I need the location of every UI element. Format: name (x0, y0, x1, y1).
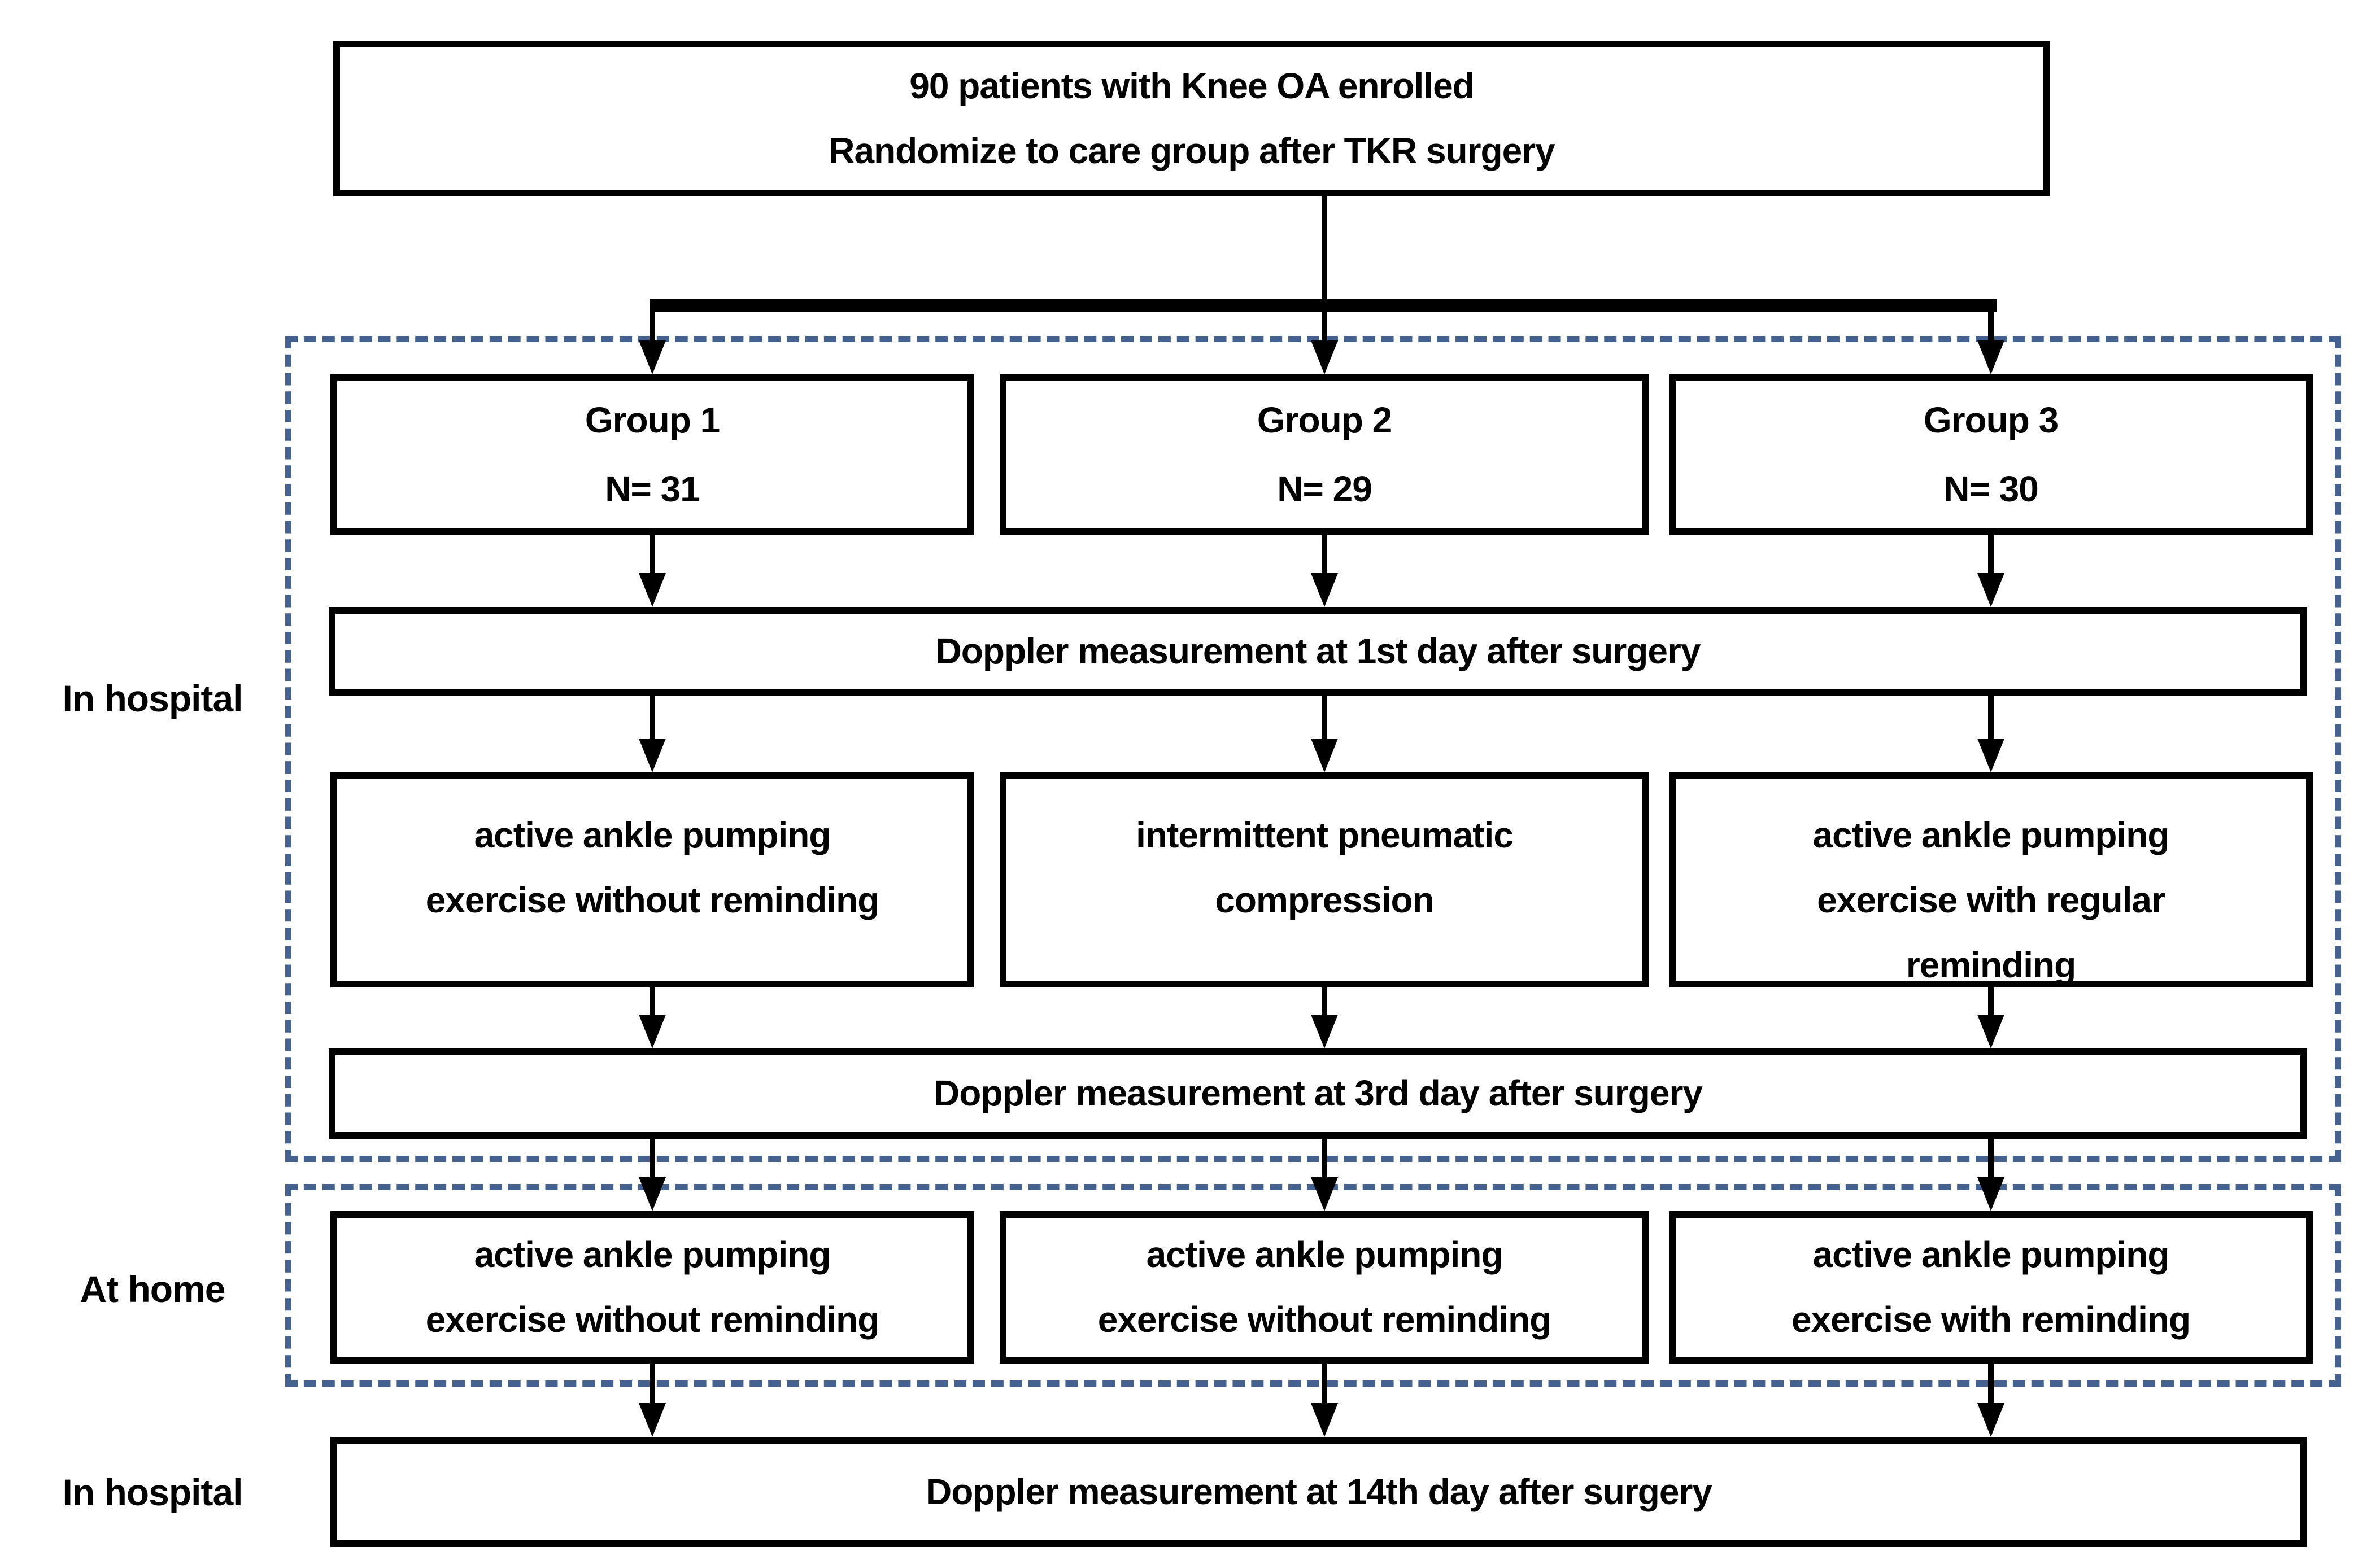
arrow-int2-doppler3 (1311, 1015, 1338, 1048)
line-group1-doppler1 (650, 535, 655, 573)
arrow-home2-doppler14 (1311, 1403, 1338, 1437)
arrow-group2-doppler1 (1311, 573, 1338, 607)
section-label-at-home: At home (80, 1268, 226, 1310)
group3-box: Group 3 N= 30 (1669, 374, 2313, 535)
line-doppler1-int2 (1322, 696, 1327, 739)
arrow-doppler3-home1 (639, 1177, 666, 1211)
arrow-group1-doppler1 (639, 573, 666, 607)
line-group2-doppler1 (1322, 535, 1327, 573)
section-label-in-hospital-final: In hospital (62, 1471, 243, 1513)
arrow-doppler1-int2 (1311, 739, 1338, 772)
line-int3-doppler3 (1988, 987, 1994, 1015)
enrollment-box: 90 patients with Knee OA enrolled Random… (333, 41, 2050, 196)
home-intervention3-box: active ankle pumping exercise with remin… (1669, 1211, 2313, 1364)
group2-box: Group 2 N= 29 (1000, 374, 1649, 535)
arrow-doppler3-home3 (1977, 1177, 2004, 1211)
doppler-day3-box: Doppler measurement at 3rd day after sur… (329, 1048, 2307, 1139)
section-label-in-hospital: In hospital (62, 678, 243, 719)
hospital-intervention3-box: active ankle pumping exercise with regul… (1669, 772, 2313, 987)
hospital-intervention1-box: active ankle pumping exercise without re… (330, 772, 974, 987)
arrow-to-group2 (1311, 340, 1338, 374)
branch-bar (650, 299, 1997, 312)
branch-line-group1 (650, 305, 655, 340)
branch-line-group3 (1988, 305, 1994, 340)
doppler-day1-box: Doppler measurement at 1st day after sur… (329, 607, 2307, 696)
line-home2-doppler14 (1322, 1364, 1327, 1403)
arrow-doppler3-home2 (1311, 1177, 1338, 1211)
arrow-home3-doppler14 (1977, 1403, 2004, 1437)
doppler-day14-box: Doppler measurement at 14th day after su… (330, 1437, 2307, 1547)
arrow-int1-doppler3 (639, 1015, 666, 1048)
group1-box: Group 1 N= 31 (330, 374, 974, 535)
arrow-group3-doppler1 (1977, 573, 2004, 607)
line-home1-doppler14 (650, 1364, 655, 1403)
arrow-doppler1-int1 (639, 739, 666, 772)
line-doppler3-home3 (1988, 1139, 1994, 1177)
home-intervention1-box: active ankle pumping exercise without re… (330, 1211, 974, 1364)
hospital-intervention2-box: intermittent pneumatic compression (1000, 772, 1649, 987)
line-group3-doppler1 (1988, 535, 1994, 573)
line-int2-doppler3 (1322, 987, 1327, 1015)
line-home3-doppler14 (1988, 1364, 1994, 1403)
line-doppler1-int1 (650, 696, 655, 739)
home-intervention2-box: active ankle pumping exercise without re… (1000, 1211, 1649, 1364)
arrow-to-group3 (1977, 340, 2004, 374)
connector-stem-line (1322, 196, 1327, 340)
arrow-doppler1-int3 (1977, 739, 2004, 772)
line-doppler3-home2 (1322, 1139, 1327, 1177)
arrow-to-group1 (639, 340, 666, 374)
arrow-home1-doppler14 (639, 1403, 666, 1437)
line-doppler3-home1 (650, 1139, 655, 1177)
arrow-int3-doppler3 (1977, 1015, 2004, 1048)
line-doppler1-int3 (1988, 696, 1994, 739)
in-hospital-section-frame (285, 336, 2341, 1162)
line-int1-doppler3 (650, 987, 655, 1015)
